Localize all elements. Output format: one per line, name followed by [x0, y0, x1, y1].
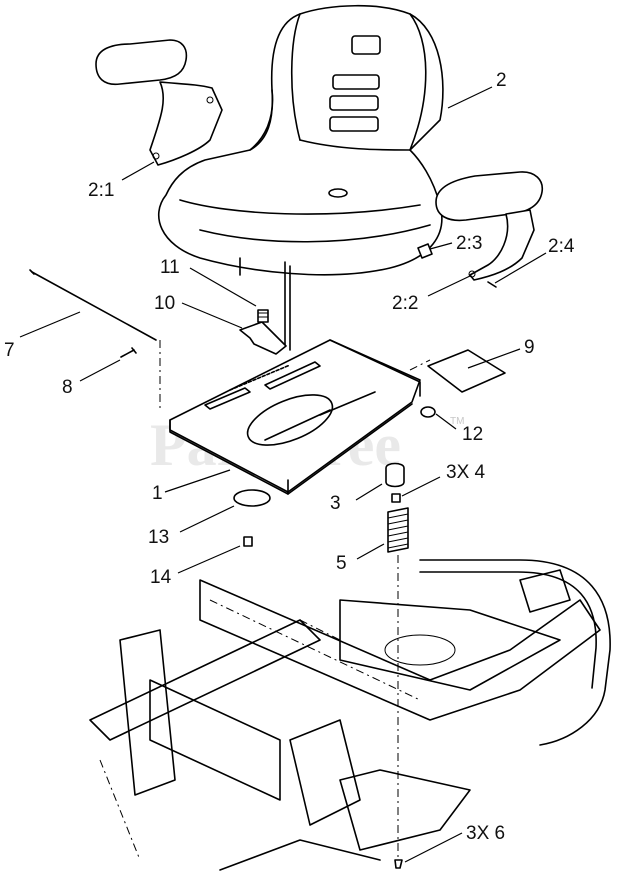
callout-2-1: 2:1	[88, 180, 114, 201]
callout-7: 7	[4, 340, 15, 361]
callout-13: 13	[148, 527, 169, 548]
seat-logo-badge	[351, 35, 381, 55]
frame-assembly	[89, 340, 611, 871]
callout-3: 3	[330, 493, 341, 514]
rod-part	[29, 269, 157, 358]
nut-part	[420, 406, 436, 418]
washer-part	[233, 489, 271, 547]
watermark-trademark: TM	[450, 416, 464, 427]
callout-1: 1	[152, 483, 163, 504]
callout-12: 12	[462, 424, 483, 445]
callout-2-4: 2:4	[548, 236, 575, 257]
right-armrest-part	[417, 171, 544, 288]
callout-labels: 2 2:1 2:3 2:4 2:2 11 10 7 8 9 12 1 3 3X …	[4, 70, 575, 844]
callout-10: 10	[154, 293, 175, 314]
callout-14: 14	[150, 567, 172, 588]
callout-11: 11	[160, 257, 180, 278]
suspension-parts	[385, 462, 409, 869]
callout-3x4: 3X 4	[446, 462, 486, 483]
spring-11	[257, 309, 269, 323]
callout-2-3: 2:3	[456, 233, 482, 254]
left-armrest-part	[95, 39, 223, 166]
bracket-part	[239, 309, 287, 355]
callout-8: 8	[62, 377, 73, 398]
leader-lines	[19, 86, 547, 863]
callout-2: 2	[496, 70, 507, 91]
seat-pan-part	[169, 339, 421, 495]
callout-3x6: 3X 6	[466, 823, 505, 844]
callout-5: 5	[336, 553, 347, 574]
seat-part	[157, 4, 444, 351]
callout-2-2: 2:2	[392, 293, 418, 314]
decal-part	[427, 349, 506, 393]
bolt-2-3	[417, 243, 433, 259]
callout-9: 9	[524, 337, 535, 358]
